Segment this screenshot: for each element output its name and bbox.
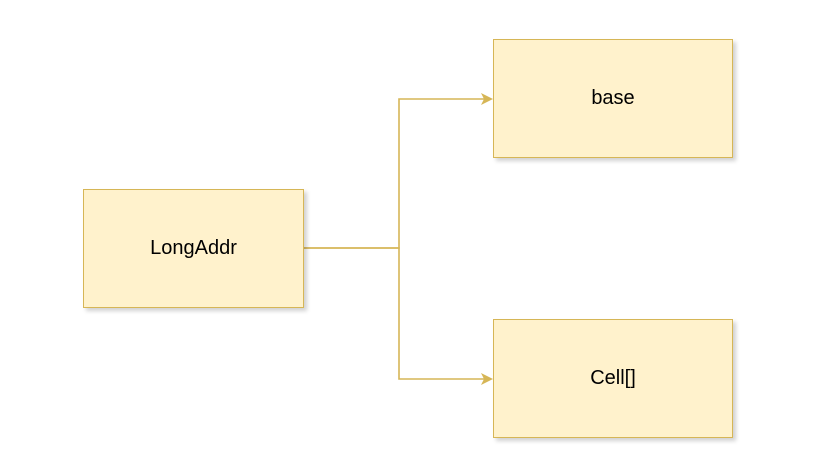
edge-longaddr-to-base <box>304 93 493 249</box>
edge-longaddr-to-cell <box>304 247 493 385</box>
node-base[interactable]: base <box>493 39 733 158</box>
node-cell-array[interactable]: Cell[] <box>493 319 733 438</box>
node-longaddr-label: LongAddr <box>150 237 237 259</box>
node-cell-array-label: Cell[] <box>590 367 636 389</box>
node-longaddr[interactable]: LongAddr <box>83 189 304 308</box>
node-base-label: base <box>591 87 635 109</box>
